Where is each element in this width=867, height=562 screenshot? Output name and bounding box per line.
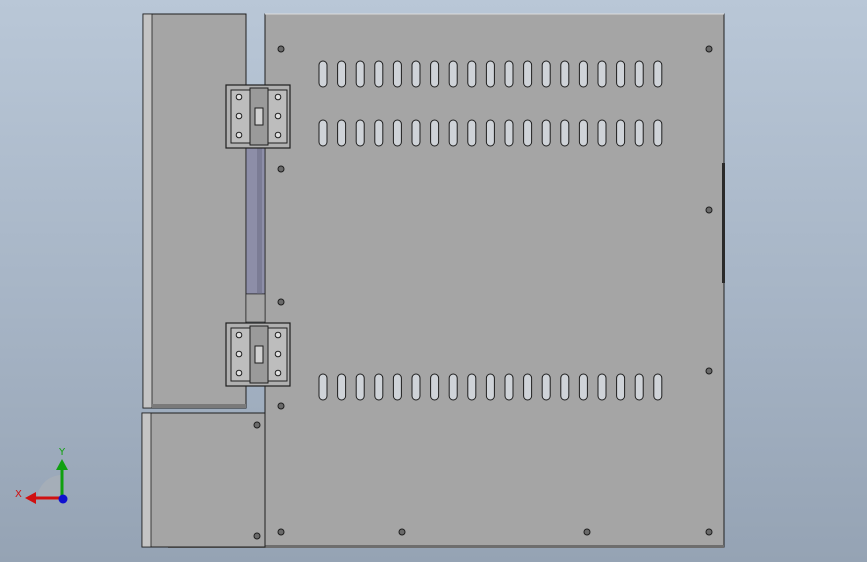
z-axis-icon <box>58 494 68 504</box>
vent-slot-icon <box>374 60 384 88</box>
vent-slot-icon <box>318 60 328 88</box>
vent-slot-icon <box>448 373 458 401</box>
vent-slot-icon <box>504 60 514 88</box>
vent-slot-icon <box>355 119 365 147</box>
vent-slot-icon <box>578 60 588 88</box>
x-axis-label: X <box>15 489 22 500</box>
screw-icon <box>705 367 713 375</box>
vent-slot-icon <box>541 60 551 88</box>
screw-icon <box>277 528 285 536</box>
vent-slot-icon <box>337 373 347 401</box>
vent-slot-icon <box>578 373 588 401</box>
screw-icon <box>583 528 591 536</box>
screw-icon <box>235 112 243 120</box>
vent-slot-icon <box>541 373 551 401</box>
vent-slot-icon <box>523 373 533 401</box>
screw-icon <box>274 93 282 101</box>
vent-slot-icon <box>411 119 421 147</box>
y-axis-label: Y <box>58 447 66 458</box>
vent-slot-icon <box>616 60 626 88</box>
vent-slot-icon <box>616 373 626 401</box>
vent-slot-icon <box>467 60 477 88</box>
screw-icon <box>274 112 282 120</box>
vent-slot-icon <box>430 119 440 147</box>
vent-slot-icon <box>634 373 644 401</box>
vent-slot-icon <box>560 119 570 147</box>
screw-icon <box>274 350 282 358</box>
lower-left-panel[interactable] <box>141 412 266 548</box>
screw-icon <box>253 532 261 540</box>
vent-slot-icon <box>374 119 384 147</box>
vent-slot-icon <box>448 119 458 147</box>
screw-icon <box>398 528 406 536</box>
screw-icon <box>705 45 713 53</box>
vent-slot-icon <box>560 373 570 401</box>
vent-slots <box>318 60 663 401</box>
screw-icon <box>277 402 285 410</box>
vent-slot-icon <box>616 119 626 147</box>
vent-slot-icon <box>597 119 607 147</box>
vent-slot-icon <box>337 119 347 147</box>
vent-slot-icon <box>355 373 365 401</box>
screw-icon <box>274 369 282 377</box>
vent-slot-icon <box>392 119 402 147</box>
screw-icon <box>274 131 282 139</box>
vent-slot-icon <box>392 60 402 88</box>
vent-slot-icon <box>318 119 328 147</box>
screw-icon <box>274 331 282 339</box>
screw-icon <box>235 369 243 377</box>
vent-slot-icon <box>337 60 347 88</box>
vent-slot-icon <box>504 119 514 147</box>
vent-slot-icon <box>485 119 495 147</box>
vent-slot-icon <box>653 60 663 88</box>
screw-icon <box>277 165 285 173</box>
screw-icon <box>235 350 243 358</box>
vent-slot-icon <box>374 373 384 401</box>
hinge-gap <box>245 147 266 323</box>
vent-slot-icon <box>634 119 644 147</box>
vent-slot-icon <box>467 119 477 147</box>
screw-icon <box>253 421 261 429</box>
vent-slot-icon <box>504 373 514 401</box>
vent-slot-icon <box>523 60 533 88</box>
vent-slot-icon <box>597 60 607 88</box>
screw-icon <box>277 298 285 306</box>
hinge-lower[interactable] <box>225 322 291 387</box>
screw-icon <box>235 93 243 101</box>
screw-icon <box>235 331 243 339</box>
screw-icon <box>705 528 713 536</box>
vent-slot-icon <box>541 119 551 147</box>
axis-triad-icon: Y X <box>15 447 68 504</box>
vent-slot-icon <box>430 60 440 88</box>
vent-slot-icon <box>485 60 495 88</box>
vent-slot-icon <box>578 119 588 147</box>
screw-icon <box>277 45 285 53</box>
vent-slot-icon <box>318 373 328 401</box>
screws <box>253 45 713 540</box>
vent-slot-icon <box>430 373 440 401</box>
screw-icon <box>705 206 713 214</box>
vent-slot-icon <box>560 60 570 88</box>
vent-slot-icon <box>653 373 663 401</box>
hinge-upper[interactable] <box>225 84 291 149</box>
vent-slot-icon <box>467 373 477 401</box>
vent-slot-icon <box>392 373 402 401</box>
vent-slot-icon <box>653 119 663 147</box>
screw-icon <box>235 131 243 139</box>
vent-slot-icon <box>411 60 421 88</box>
vent-slot-icon <box>523 119 533 147</box>
vent-slot-icon <box>448 60 458 88</box>
vent-slot-icon <box>597 373 607 401</box>
vent-slot-icon <box>634 60 644 88</box>
vent-slot-icon <box>411 373 421 401</box>
vent-slot-icon <box>355 60 365 88</box>
vent-slot-icon <box>485 373 495 401</box>
main-panel[interactable] <box>168 13 725 548</box>
